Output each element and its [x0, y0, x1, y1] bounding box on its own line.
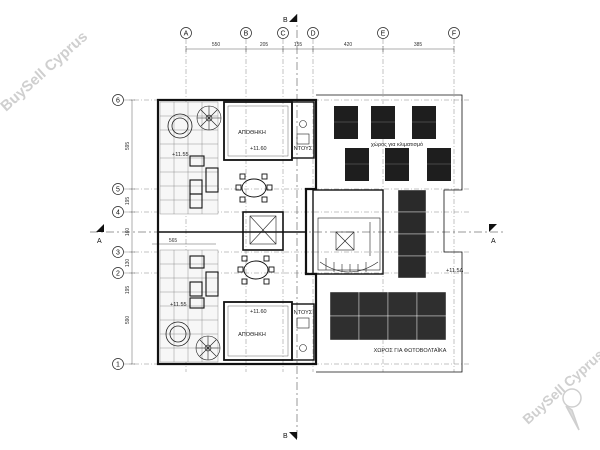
jacuzzi-lower-icon	[165, 321, 191, 347]
section-label-top: B	[283, 17, 288, 24]
grid-bubble-row: 4	[112, 206, 124, 218]
room-label-shower-lower: ΝΤΟΥΣ	[294, 310, 313, 316]
spiral-stair-upper-icon	[196, 105, 222, 131]
room-label-storage-upper: ΑΠΟΘΗΚΗ	[238, 130, 266, 136]
level-annotations: +11.55 +11.55 +11.60 +11.60 +11.5Δ	[170, 146, 464, 315]
section-label-bottom: B	[283, 433, 288, 440]
svg-text:3: 3	[116, 250, 120, 257]
stair-core-icon	[317, 217, 381, 273]
svg-text:D: D	[310, 31, 315, 38]
svg-text:E: E	[381, 31, 386, 38]
section-label-left: A	[97, 238, 102, 245]
dimension-label: 155	[294, 42, 303, 48]
section-line-b: B B	[283, 14, 298, 440]
svg-text:B: B	[244, 31, 249, 38]
svg-text:C: C	[280, 31, 285, 38]
watermark-bottom-right: BuySell Cyprus	[519, 346, 600, 427]
level-storage-upper: +11.60	[250, 146, 267, 152]
grid-bubble-row: 3	[112, 246, 124, 258]
dimension-label: 550	[212, 42, 221, 48]
dimension-label: 385	[414, 42, 423, 48]
grid-bubble-row: 1	[112, 358, 124, 370]
section-line-a: A A	[90, 224, 505, 245]
room-label-hvac: χώρος για κλιματισμό	[371, 141, 423, 148]
watermark-top-left: BuySell Cyprus	[0, 28, 91, 115]
grid-columns: A B C D E F	[180, 27, 460, 39]
level-storage-lower: +11.60	[250, 309, 267, 315]
svg-text:5: 5	[116, 187, 120, 194]
grid-rows: 6 5 4 3 2 1	[112, 94, 124, 370]
grid-bubble-column: D	[307, 27, 319, 39]
grid-bubble-column: C	[277, 27, 289, 39]
dimension-label-mid: 565	[169, 238, 178, 244]
lift-shaft-icon	[249, 215, 277, 245]
dimension-label: 590	[125, 316, 131, 325]
dimension-label: 195	[125, 197, 131, 206]
dimension-chain-top: 550 205 155 420 385	[185, 42, 455, 52]
svg-text:1: 1	[116, 362, 120, 369]
hvac-units	[334, 106, 451, 181]
shower-room-upper: ΝΤΟΥΣ	[291, 101, 315, 159]
grid-bubble-column: F	[448, 27, 460, 39]
dining-table-lower-icon	[237, 255, 275, 285]
hvac-unit-fins	[334, 121, 451, 165]
terrace-tiles-lower	[159, 249, 219, 363]
lounge-furniture-lower-icon	[189, 255, 219, 309]
grid-bubble-row: 5	[112, 183, 124, 195]
grid-bubble-row: 2	[112, 267, 124, 279]
svg-text:A: A	[184, 31, 189, 38]
building-outline	[156, 94, 463, 373]
dimension-label: 205	[260, 42, 269, 48]
room-label-storage-lower: ΑΠΟΘΗΚΗ	[238, 332, 266, 338]
watermark-logo-icon	[562, 388, 582, 431]
lounge-furniture-upper-icon	[189, 155, 219, 209]
grid-bubble-column: E	[377, 27, 389, 39]
section-label-right: A	[491, 238, 496, 245]
room-label-shower-upper: ΝΤΟΥΣ	[294, 146, 313, 152]
dimension-label: 420	[344, 42, 353, 48]
level-terrace-upper: +11.55	[172, 152, 189, 158]
grid-bubble-row: 6	[112, 94, 124, 106]
svg-text:F: F	[452, 31, 456, 38]
dimension-label: 130	[125, 259, 131, 268]
svg-text:4: 4	[116, 210, 120, 217]
grid-bubble-column: A	[180, 27, 192, 39]
dining-table-upper-icon	[235, 173, 273, 203]
level-terrace-lower: +11.55	[170, 302, 187, 308]
dimension-label: 195	[125, 286, 131, 295]
room-label-pv: ΧΩΡΟΣ ΓΙΑ ΦΩΤΟΒΟΛΤΑΪΚΑ	[374, 347, 447, 354]
svg-text:2: 2	[116, 271, 120, 278]
jacuzzi-upper-icon	[167, 113, 193, 139]
pv-panel-column	[397, 189, 427, 279]
spiral-stair-lower-icon	[195, 335, 221, 361]
shower-room-lower: ΝΤΟΥΣ	[291, 303, 315, 361]
dimension-label: 595	[125, 142, 131, 151]
level-roof-right: +11.5Δ	[446, 268, 464, 274]
pv-panel-array	[329, 291, 447, 341]
grid-bubble-column: B	[240, 27, 252, 39]
svg-text:6: 6	[116, 98, 120, 105]
